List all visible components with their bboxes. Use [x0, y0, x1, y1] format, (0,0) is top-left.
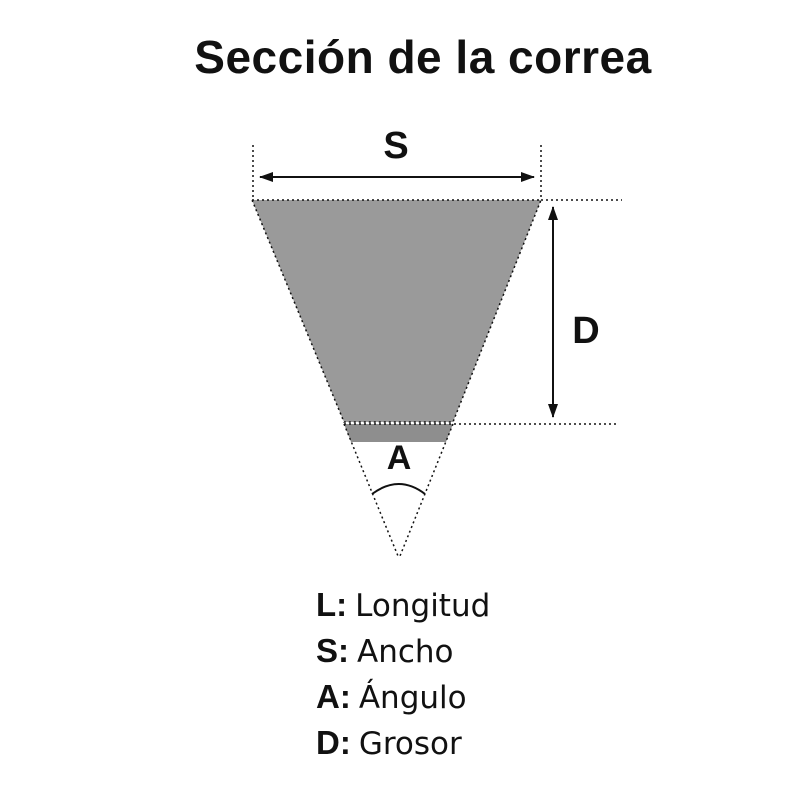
legend-separator: :: [339, 678, 351, 715]
belt-section-shape: [250, 199, 543, 423]
legend-text: Grosor: [358, 726, 462, 762]
legend-text: Ancho: [357, 634, 454, 670]
legend-separator: :: [339, 724, 351, 761]
left-extension-line: [343, 423, 399, 557]
legend-item: S:Ancho: [316, 628, 616, 674]
height-label: D: [572, 310, 599, 352]
legend-key: D: [316, 724, 340, 761]
right-extension-line: [399, 423, 454, 557]
legend-text: Ángulo: [358, 680, 467, 716]
belt-section-lower-band: [344, 424, 453, 442]
legend-key: L: [316, 586, 337, 623]
angle-arc: [371, 483, 426, 495]
legend-separator: :: [338, 632, 350, 669]
legend-item: D:Grosor: [316, 720, 616, 766]
legend-separator: :: [336, 586, 348, 623]
legend-key: S: [316, 632, 339, 669]
width-label: S: [383, 125, 408, 167]
angle-label: A: [387, 439, 412, 477]
legend-text: Longitud: [355, 588, 491, 624]
legend-item: L:Longitud: [316, 582, 616, 628]
legend-key: A: [316, 678, 340, 715]
diagram-title: Sección de la correa: [194, 31, 652, 83]
legend: L:Longitud S:Ancho A:Ángulo D:Grosor: [316, 582, 616, 766]
legend-item: A:Ángulo: [316, 674, 616, 720]
